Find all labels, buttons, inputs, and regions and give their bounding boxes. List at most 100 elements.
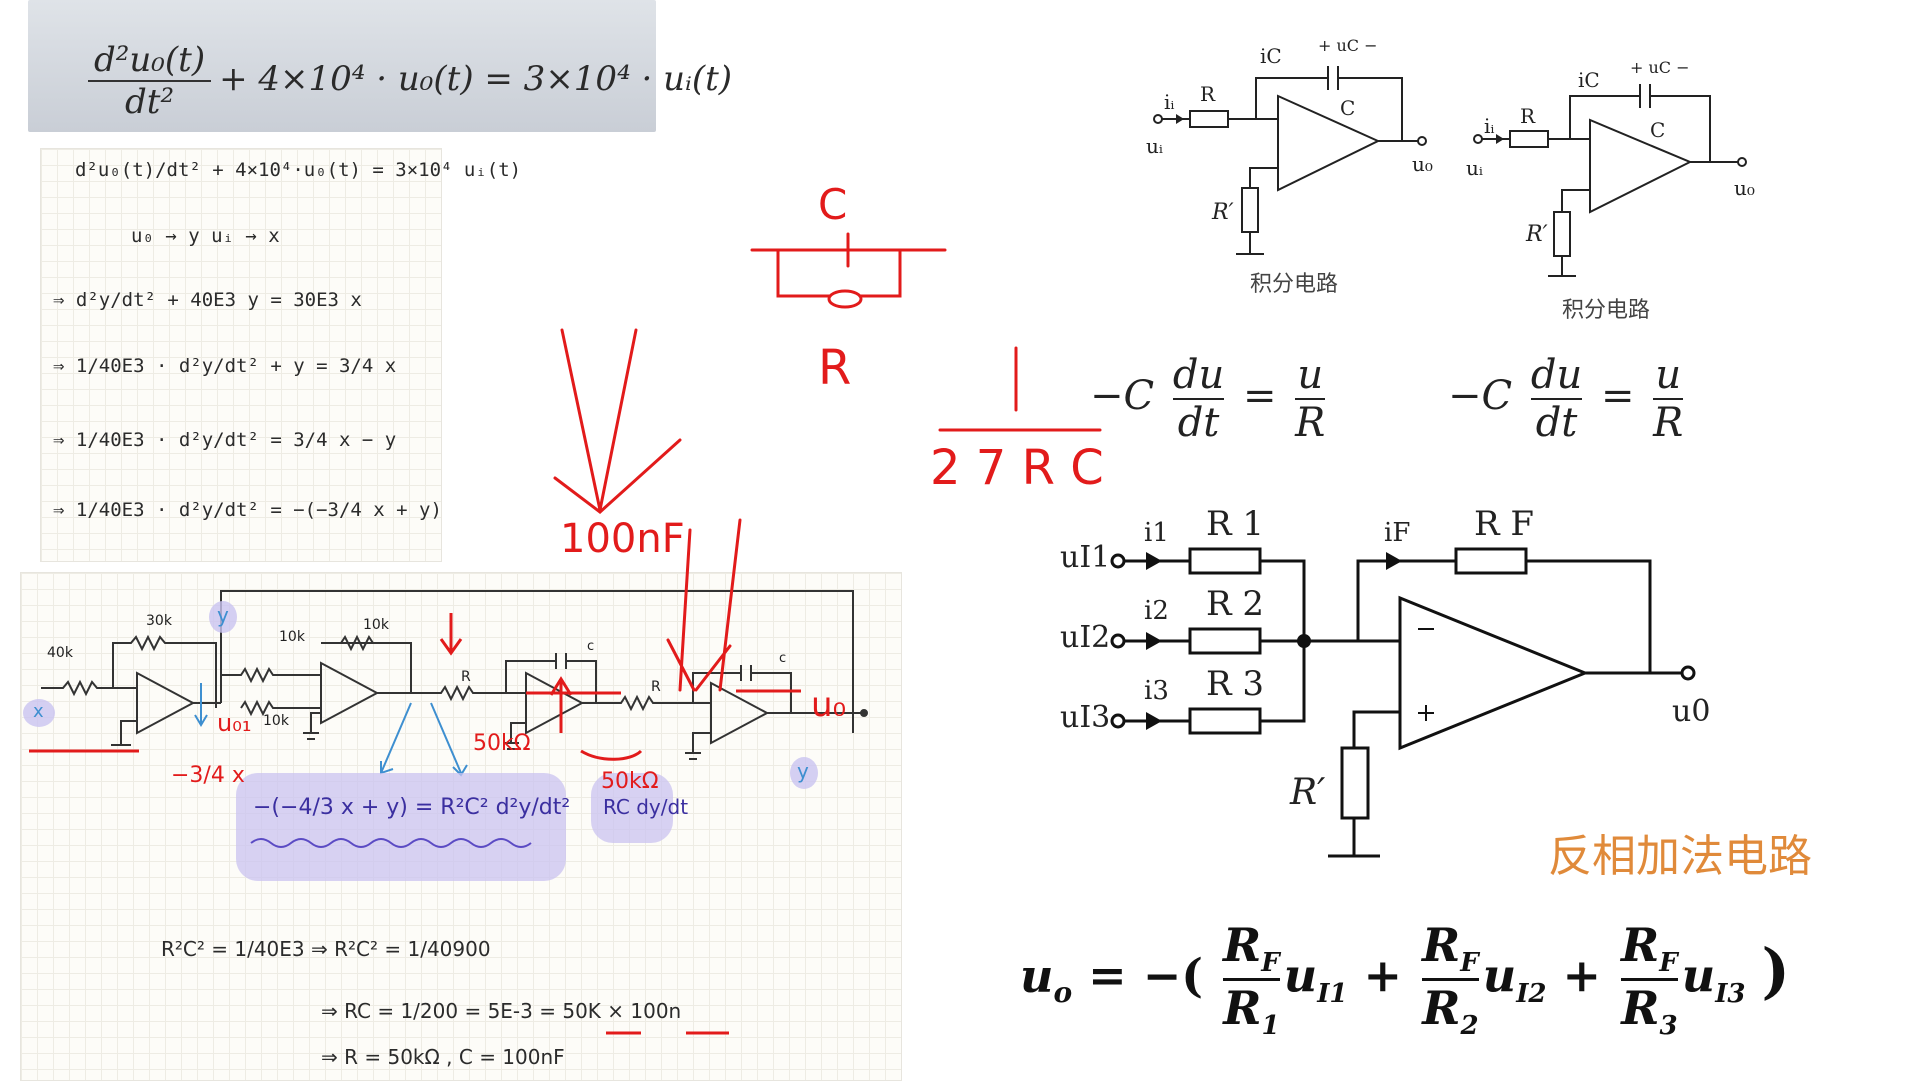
sum-i2: i2: [1144, 596, 1169, 626]
t2-num: R: [1422, 918, 1461, 972]
int-eq-right-rhs-den: R: [1653, 400, 1684, 446]
int-eq-left-lhs-num: du: [1172, 352, 1225, 400]
r50k-b-label: 50kΩ: [601, 769, 659, 794]
t1-den: R: [1223, 981, 1262, 1036]
note-line-5: ⇒ 1/40E3 · d²y/dt² = 3/4 x − y: [53, 429, 397, 451]
eq-numerator: d²u₀(t): [88, 40, 212, 82]
circuit-sketch-wires: [23, 590, 868, 1035]
sum-rp: R′: [1290, 772, 1326, 813]
sum-r3: R 3: [1206, 664, 1265, 704]
int-eq-right-rhs-num: u: [1653, 352, 1684, 400]
int1-ic: iC: [1260, 44, 1282, 68]
uo-red-label: u₀: [811, 685, 847, 725]
sum-in2: uI2: [1060, 620, 1111, 655]
circuit-sketch-panel: 40k 30k 10k 10k 10k R R c c x y y u₀₁ −3…: [20, 572, 902, 1081]
highlight-equation-left: −(−4/3 x + y) = R²C² d²y/dt²: [253, 795, 571, 820]
output-y-right-label: y: [797, 759, 809, 783]
t3-u: u: [1681, 948, 1716, 1003]
r50k-a-label: 50kΩ: [473, 731, 531, 756]
input-x-label: x: [33, 701, 44, 722]
derivation-line-2: ⇒ RC = 1/200 = 5E-3 = 50K × 100n: [321, 999, 682, 1023]
red-fraction-den: 2 7 R C: [930, 440, 1104, 496]
t1-u-sub: I1: [1317, 978, 1348, 1009]
int1-r: R: [1200, 82, 1216, 106]
formula-lhs-u: u: [1020, 948, 1054, 1003]
t2-num-sub: F: [1460, 948, 1479, 979]
note-line-3: ⇒ d²y/dt² + 40E3 y = 30E3 x: [53, 289, 362, 311]
int-eq-left-rhs-num: u: [1295, 352, 1326, 400]
r-10k-b-label: 10k: [263, 713, 289, 729]
formula-eq: = −(: [1088, 948, 1204, 1003]
int2-ii: iᵢ: [1484, 114, 1495, 138]
int2-ui: uᵢ: [1466, 156, 1483, 180]
int-eq-right-lhs-den: dt: [1535, 400, 1578, 446]
sum-i1: i1: [1144, 518, 1169, 548]
note-line-2: u₀ → y uᵢ → x: [131, 225, 280, 247]
int2-caption: 积分电路: [1562, 298, 1651, 323]
int-eq-left-rhs-den: R: [1295, 400, 1326, 446]
int-eq-left-lhs-den: dt: [1177, 400, 1220, 446]
t3-u-sub: I3: [1715, 978, 1746, 1009]
int2-uc: + uC −: [1630, 58, 1690, 77]
int-eq-left-minus-c: −C: [1090, 373, 1155, 419]
r-R1-label: R: [461, 669, 471, 685]
note-line-6: ⇒ 1/40E3 · d²y/dt² = −(−3/4 x + y): [53, 499, 442, 521]
cap-c1-label: c: [587, 639, 595, 654]
sum-in3: uI3: [1060, 700, 1111, 735]
red-c-label: C: [818, 180, 848, 229]
int1-caption: 积分电路: [1250, 272, 1339, 297]
sum-if: iF: [1384, 518, 1411, 548]
formula-close: ): [1761, 936, 1790, 1007]
int-eq-right-lhs-num: du: [1530, 352, 1583, 400]
derivation-line-3: ⇒ R = 50kΩ , C = 100nF: [321, 1045, 565, 1069]
t3-num: R: [1621, 918, 1660, 972]
t1-num-sub: F: [1261, 948, 1280, 979]
int2-c: C: [1650, 118, 1666, 142]
int-eq-left: −C du dt = u R: [1090, 352, 1326, 446]
t2-u-sub: I2: [1516, 978, 1547, 1009]
summing-amp-formula: uo = −( RF R1 uI1 + RF R2 uI2 + RF R3 uI…: [1020, 918, 1790, 1042]
int1-rp: R′: [1212, 200, 1234, 225]
t1-num: R: [1223, 918, 1262, 972]
red-100nf-label: 100nF: [560, 516, 685, 562]
red-r-label: R: [818, 340, 852, 396]
int-eq-right-minus-c: −C: [1448, 373, 1513, 419]
u01-label: u₀₁: [217, 709, 252, 737]
sum-r2: R 2: [1206, 584, 1265, 624]
r-R2-label: R: [651, 679, 661, 695]
formula-lhs-sub: o: [1053, 975, 1073, 1009]
int2-rp: R′: [1526, 222, 1548, 247]
sum-out: u0: [1672, 694, 1711, 729]
cap-c2-label: c: [779, 651, 787, 666]
int1-ii: iᵢ: [1164, 90, 1175, 114]
t3-den: R: [1621, 981, 1660, 1036]
r-40k-label: 40k: [47, 645, 73, 661]
int1-uc: + uC −: [1318, 36, 1378, 55]
r-10k-a-label: 10k: [279, 629, 305, 645]
note-line-1: d²u₀(t)/dt² + 4×10⁴·u₀(t) = 3×10⁴ uᵢ(t): [75, 159, 522, 181]
int2-uo: u₀: [1734, 176, 1755, 200]
t1-u: u: [1283, 948, 1318, 1003]
note-line-4: ⇒ 1/40E3 · d²y/dt² + y = 3/4 x: [53, 355, 397, 377]
minus-three-quarter-label: −3/4 x: [171, 763, 245, 788]
eq-denominator: dt²: [125, 82, 175, 122]
derivation-line-1: R²C² = 1/40E3 ⇒ R²C² = 1/40900: [161, 937, 491, 961]
int2-ic: iC: [1578, 68, 1600, 92]
t1-den-sub: 1: [1261, 1011, 1280, 1042]
t2-den-sub: 2: [1460, 1011, 1479, 1042]
sum-i3: i3: [1144, 676, 1169, 706]
t3-num-sub: F: [1659, 948, 1678, 979]
r-10k-c-label: 10k: [363, 617, 389, 633]
sum-rf: R F: [1474, 504, 1534, 544]
sum-in1: uI1: [1060, 540, 1111, 575]
formula-lhs: uo: [1020, 948, 1072, 1009]
int1-ui: uᵢ: [1146, 134, 1163, 158]
highlight-equation-right: RC dy/dt: [603, 795, 689, 819]
t2-u: u: [1482, 948, 1517, 1003]
t2-den: R: [1422, 981, 1461, 1036]
int2-r: R: [1520, 104, 1536, 128]
t3-den-sub: 3: [1659, 1011, 1678, 1042]
int1-uo: u₀: [1412, 152, 1433, 176]
output-y-top-label: y: [217, 603, 229, 627]
r-30k-label: 30k: [146, 613, 172, 629]
